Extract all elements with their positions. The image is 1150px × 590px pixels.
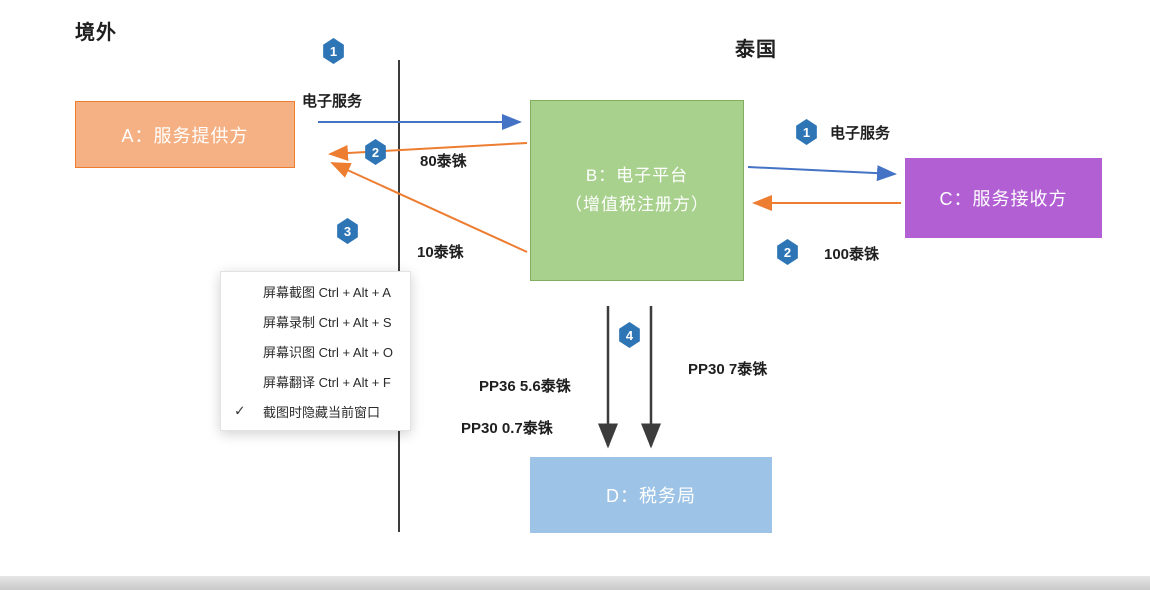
node-d-label: D：税务局 (606, 486, 696, 506)
menu-item-label: 屏幕截图 Ctrl + Alt + A (263, 284, 391, 300)
menu-item-label: 屏幕录制 Ctrl + Alt + S (263, 314, 392, 330)
step-badge-1-left: 1 (323, 38, 344, 64)
screenshot-context-menu: 屏幕截图 Ctrl + Alt + A 屏幕录制 Ctrl + Alt + S … (220, 271, 411, 431)
menu-item-hide-window-on-capture[interactable]: ✓ 截图时隐藏当前窗口 (221, 396, 410, 426)
menu-item-label: 屏幕识图 Ctrl + Alt + O (263, 344, 394, 360)
step-badge-4: 4 (619, 322, 640, 348)
arrow-b-to-c (747, 165, 897, 182)
step-badge-2-left: 2 (365, 139, 386, 165)
label-100-baht: 100泰铢 (824, 246, 880, 263)
node-c-service-receiver: C：服务接收方 (905, 158, 1102, 238)
region-label-overseas: 境外 (75, 22, 117, 44)
menu-item-label: 截图时隐藏当前窗口 (263, 404, 381, 420)
step-badge-1-right: 1 (796, 119, 817, 145)
label-pp36-5-6-baht: PP36 5.6泰铢 (479, 378, 571, 395)
region-label-thailand: 泰国 (735, 39, 777, 61)
label-10-baht: 10泰铢 (417, 244, 464, 261)
label-eservice-left: 电子服务 (302, 93, 363, 110)
label-80-baht: 80泰铢 (420, 153, 467, 170)
node-b-label-line2: （增值税注册方） (565, 194, 709, 214)
bottom-edge-strip (0, 576, 1150, 590)
node-a-service-provider: A：服务提供方 (75, 101, 295, 168)
menu-item-screen-translate[interactable]: 屏幕翻译 Ctrl + Alt + F (221, 366, 410, 396)
menu-item-screen-record[interactable]: 屏幕录制 Ctrl + Alt + S (221, 306, 410, 336)
label-eservice-right: 电子服务 (830, 125, 891, 142)
menu-item-label: 屏幕翻译 Ctrl + Alt + F (263, 374, 391, 390)
label-pp30-0-7-baht: PP30 0.7泰铢 (461, 420, 553, 437)
label-pp30-7-baht: PP30 7泰铢 (688, 361, 768, 378)
node-d-tax-bureau: D：税务局 (530, 457, 772, 533)
arrow-b-to-a-10 (330, 162, 528, 253)
node-b-label-line1: B：电子平台 (585, 165, 689, 185)
node-a-label: A：服务提供方 (121, 125, 249, 146)
node-c-label: C：服务接收方 (939, 189, 1068, 209)
menu-item-screen-ocr[interactable]: 屏幕识图 Ctrl + Alt + O (221, 336, 410, 366)
node-b-e-platform: B：电子平台 （增值税注册方） (530, 100, 744, 281)
checkmark-icon: ✓ (234, 402, 246, 419)
menu-item-screen-capture[interactable]: 屏幕截图 Ctrl + Alt + A (221, 276, 410, 306)
step-badge-3-left: 3 (337, 218, 358, 244)
step-badge-2-right: 2 (777, 239, 798, 265)
